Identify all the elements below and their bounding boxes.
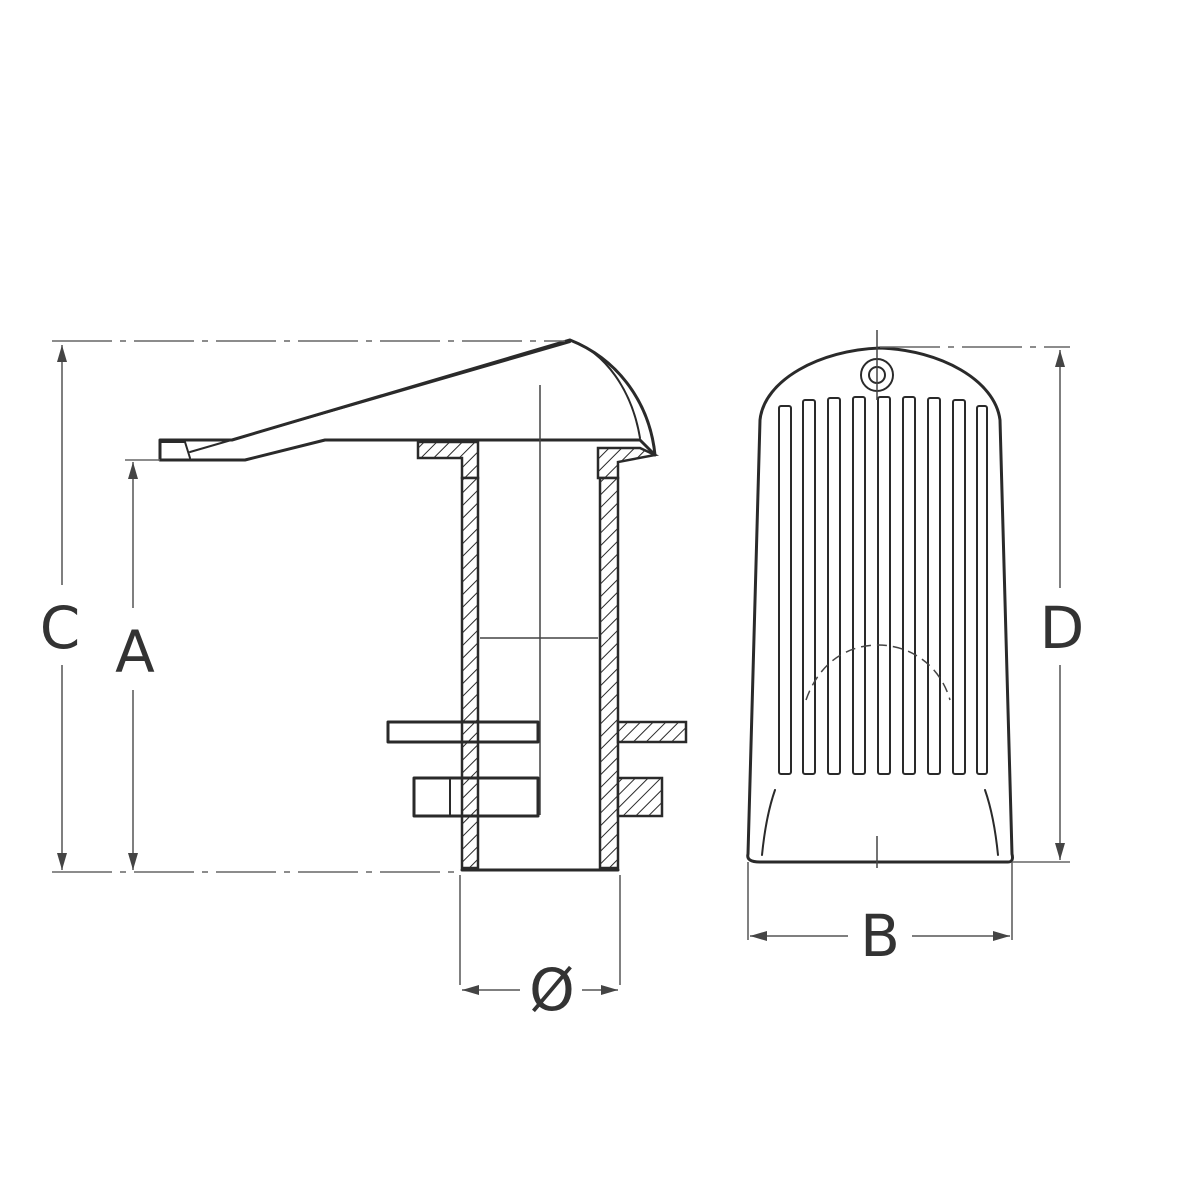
grille-slots <box>778 396 988 775</box>
label-diameter: Ø <box>529 956 575 1024</box>
washer-left <box>386 720 540 744</box>
tube-wall-left <box>460 476 480 870</box>
flange-section-left <box>416 440 480 480</box>
cowl-inner-line <box>189 341 571 453</box>
tube-wall-right <box>598 476 620 870</box>
label-a: A <box>115 618 155 686</box>
washer-right <box>616 720 688 744</box>
dim-c-arrow-top <box>57 345 67 362</box>
dim-dia-arrow-right <box>601 985 618 995</box>
side-section-view <box>158 338 688 872</box>
lip-detail <box>159 441 191 459</box>
dim-dia-arrow-left <box>462 985 479 995</box>
label-b: B <box>860 902 900 970</box>
label-d: D <box>1040 594 1085 662</box>
dimension-labels: C A Ø B D <box>40 594 1085 1024</box>
dim-d-arrow-top <box>1055 350 1065 367</box>
dim-a-arrow-bottom <box>128 853 138 870</box>
dim-d-arrow-bottom <box>1055 843 1065 860</box>
front-grille-view <box>746 330 1014 868</box>
cowl-curve-inner <box>569 339 641 439</box>
dim-b-arrow-left <box>750 931 767 941</box>
dimension-lines <box>52 340 1070 995</box>
nut-right <box>616 776 664 818</box>
front-lip-left <box>761 789 776 856</box>
dim-a-arrow-top <box>128 462 138 479</box>
label-c: C <box>40 594 81 662</box>
nut-left <box>412 776 540 818</box>
grille-body-outline <box>746 346 1014 864</box>
flange-section-right <box>596 446 660 480</box>
front-lip-right <box>984 789 999 856</box>
hidden-tube-outline <box>805 644 951 701</box>
dim-c-arrow-bottom <box>57 853 67 870</box>
cowl-outline <box>158 338 657 462</box>
dim-b-arrow-right <box>993 931 1010 941</box>
